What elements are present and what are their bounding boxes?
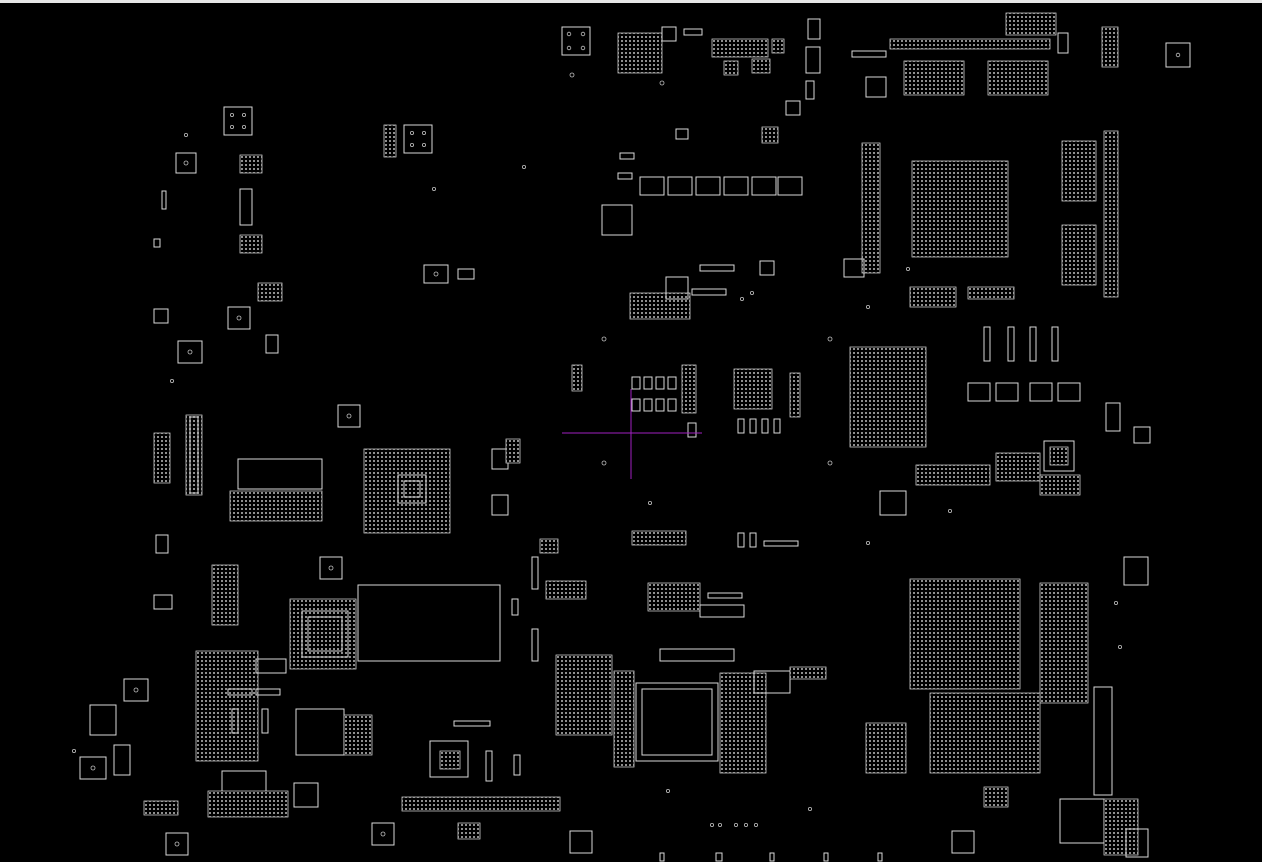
left-column-components (154, 107, 474, 427)
left-middle-region (154, 415, 520, 625)
top-right-memory-region (844, 13, 1190, 307)
cursor-crosshair (562, 389, 702, 479)
window-top-border (0, 0, 1262, 3)
center-component-cluster (572, 337, 832, 617)
pcb-layout[interactable] (0, 3, 1262, 862)
right-middle-region (850, 327, 1150, 515)
bottom-center-chipset (556, 649, 974, 861)
bottom-right-region (866, 557, 1148, 857)
top-center-regulator-row (602, 127, 802, 319)
scattered-test-points (432, 165, 1121, 810)
bottom-left-region (72, 539, 586, 855)
top-center-component-group (562, 19, 820, 115)
